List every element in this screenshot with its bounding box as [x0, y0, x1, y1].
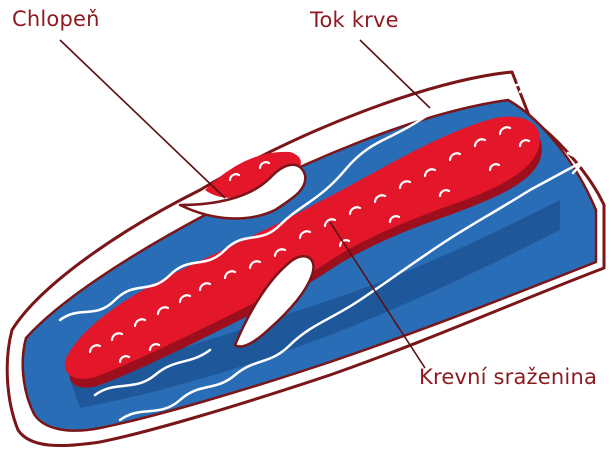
label-valve: Chlopeň: [12, 7, 100, 31]
label-blood-flow: Tok krve: [310, 8, 399, 32]
leader-valve: [60, 40, 225, 198]
label-blood-clot: Krevní sraženina: [419, 365, 597, 389]
leader-blood-flow: [360, 40, 430, 108]
